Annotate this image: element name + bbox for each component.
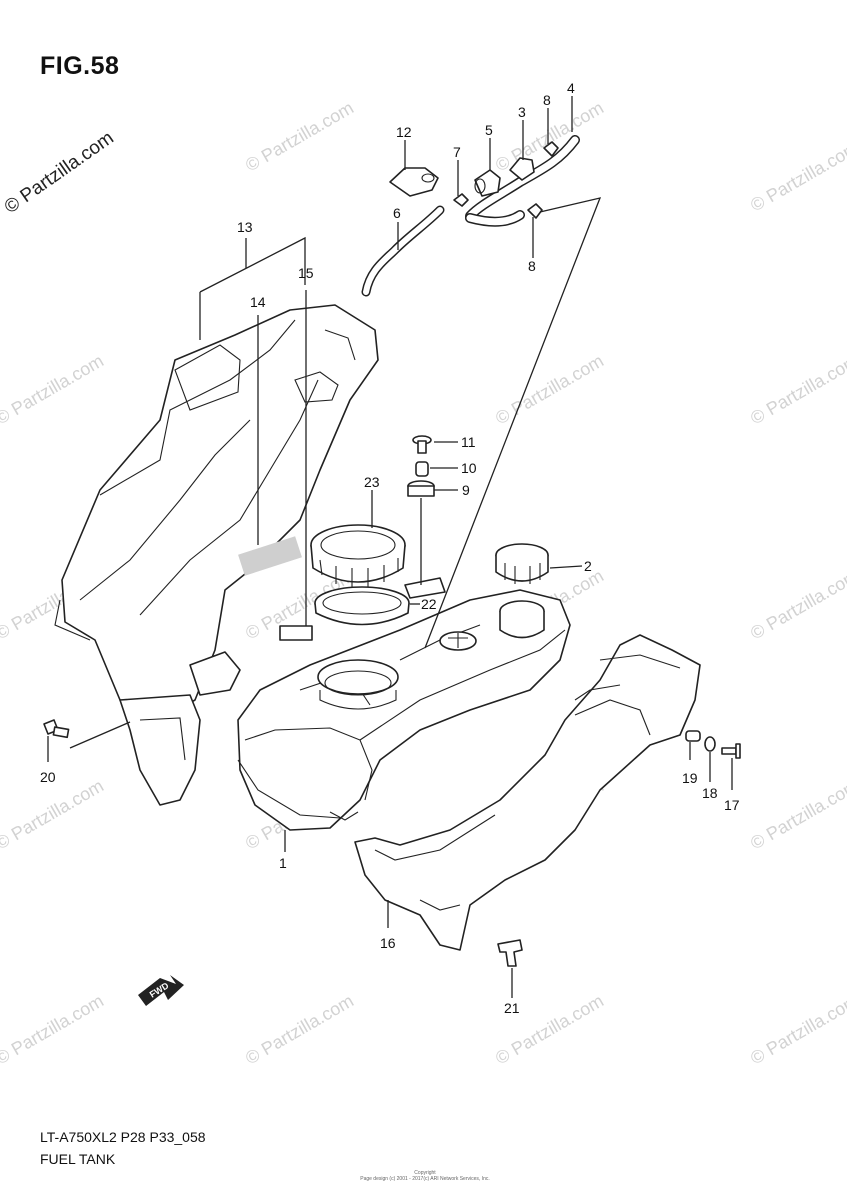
- callout-5: 5: [485, 122, 493, 138]
- callout-11: 11: [461, 434, 476, 450]
- bolt-11-part: [412, 435, 432, 454]
- callout-17: 17: [724, 797, 740, 813]
- callout-23: 23: [364, 474, 380, 490]
- bolt-20-part: [43, 719, 70, 739]
- callout-2: 2: [584, 558, 592, 574]
- clip-8-part: [543, 141, 559, 157]
- leader-lines: [47, 96, 733, 998]
- side-cover-part: [354, 634, 701, 951]
- ring-nut-part: [310, 524, 406, 588]
- grommet-9-part: [407, 480, 435, 497]
- copyright-note: Copyright Page design (c) 2001 - 2017(c)…: [360, 1170, 490, 1182]
- forward-direction-arrow: FWD: [138, 975, 184, 1006]
- under-tray-part: [54, 304, 379, 806]
- callout-4: 4: [567, 80, 575, 96]
- washer-18-part: [704, 736, 716, 752]
- valve-part: [474, 169, 501, 197]
- pad-part: [279, 625, 313, 641]
- watermark: © Partzilla.com: [747, 990, 847, 1068]
- watermark: © Partzilla.com: [0, 350, 107, 428]
- callout-19: 19: [682, 770, 698, 786]
- callout-1: 1: [279, 855, 287, 871]
- fuel-tank-part: [237, 577, 571, 831]
- watermark: © Partzilla.com: [492, 350, 607, 428]
- callout-9: 9: [462, 482, 470, 498]
- clip-8-part: [527, 203, 543, 219]
- callout-8b: 8: [528, 258, 536, 274]
- watermark: © Partzilla.com: [747, 350, 847, 428]
- bolt-17-part: [721, 743, 741, 759]
- callout-14: 14: [250, 294, 266, 310]
- watermark: © Partzilla.com: [0, 990, 107, 1068]
- callout-7: 7: [453, 144, 461, 160]
- callout-20: 20: [40, 769, 56, 785]
- callout-18: 18: [702, 785, 718, 801]
- watermark: © Partzilla.com: [747, 775, 847, 853]
- callout-13: 13: [237, 219, 253, 235]
- model-code: LT-A750XL2 P28 P33_058: [40, 1129, 206, 1145]
- callout-12: 12: [396, 124, 412, 140]
- callout-22: 22: [421, 596, 437, 612]
- watermark: © Partzilla.com: [747, 137, 847, 215]
- watermark: © Partzilla.com: [242, 97, 357, 175]
- watermark: © Partzilla.com: [1, 127, 118, 218]
- collar-10-part: [415, 461, 429, 477]
- figure-title: FIG.58: [40, 52, 120, 80]
- watermark: © Partzilla.com: [747, 565, 847, 643]
- clip-7-part: [453, 193, 469, 207]
- callout-16: 16: [380, 935, 396, 951]
- callout-10: 10: [461, 460, 477, 476]
- watermark: © Partzilla.com: [0, 775, 107, 853]
- sheet-title: FUEL TANK: [40, 1151, 116, 1167]
- callout-8a: 8: [543, 92, 551, 108]
- callout-21: 21: [504, 1000, 520, 1016]
- callout-6: 6: [393, 205, 401, 221]
- breather-hose-part: [361, 205, 445, 297]
- callout-3: 3: [518, 104, 526, 120]
- collar-19-part: [685, 730, 701, 742]
- fuel-cap-part: [495, 543, 549, 584]
- watermark: © Partzilla.com: [242, 990, 357, 1068]
- callout-15: 15: [298, 265, 314, 281]
- gasket-part: [314, 586, 410, 626]
- clamp-part: [389, 167, 439, 197]
- vent-hose-part: [465, 135, 580, 227]
- clip-21-part: [497, 939, 523, 967]
- callout-numbers: 1 2 3 4 5 6 7 8 8 9 10 11 12 13 14 15 16…: [40, 80, 740, 1016]
- check-valve-part: [509, 157, 535, 181]
